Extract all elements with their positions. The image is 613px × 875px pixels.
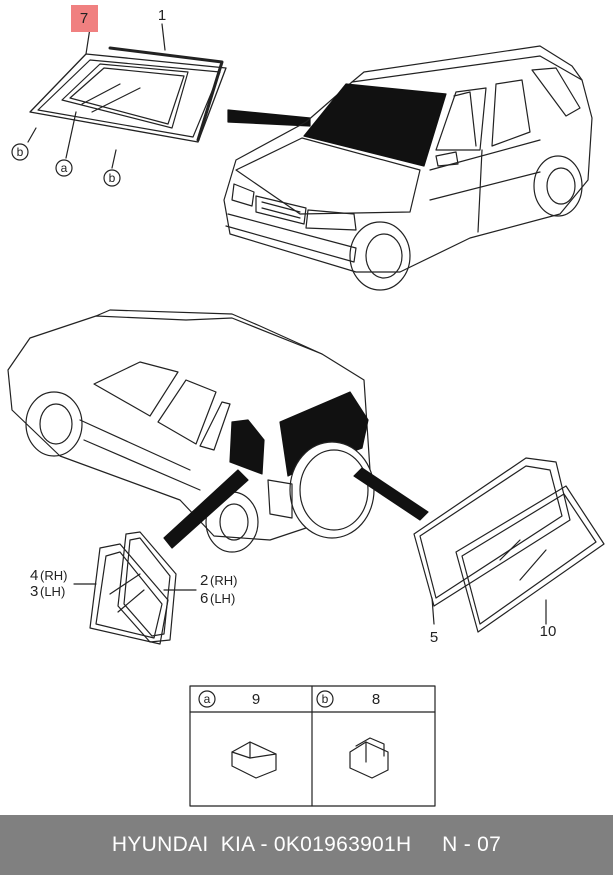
footer-bar: HYUNDAI KIA - 0K01963901H N - 07 [0,815,613,875]
footer-part-number: HYUNDAI KIA - 0K01963901H N - 07 [111,833,502,856]
windshield-pointer [227,109,311,127]
circle-label-b: b [109,171,116,185]
back-glass-dark [279,391,369,477]
legend-b-number: 8 [372,691,380,708]
legend-a-letter: a [204,692,211,706]
highlight-box-7 [71,5,98,32]
parts-diagram: 7 1 b a b 4 (RH) 3 (LH) 2 (RH) 6 (LH) 5 … [7,5,605,807]
callout-10: 10 [540,623,557,640]
circle-label-b: b [17,145,24,159]
callout-6: 6 [200,590,208,607]
clip-9-shape [231,741,277,779]
callout-6-side: (LH) [210,591,235,606]
back-glass-pointer [353,467,429,521]
circle-label-a: a [61,161,68,175]
spare-tire [289,441,375,539]
quarter-glass-dark [229,419,265,475]
legend-a-number: 9 [252,691,260,708]
callout-2: 2 [200,572,208,589]
suv-rear-view [7,309,375,553]
suv-front-view [223,45,593,291]
quarter-glass-parts [89,531,177,645]
callout-7: 7 [80,10,88,27]
callout-2-side: (RH) [210,573,237,588]
clip-legend-table [189,685,436,807]
quarter-glass-pointer [163,469,249,549]
windshield-assembly [29,46,227,143]
windshield-glass-dark [303,83,447,167]
callout-5: 5 [430,629,438,646]
callout-3: 3 [30,583,38,600]
clip-8-shape [349,741,389,779]
callout-3-side: (LH) [40,584,65,599]
legend-b-letter: b [322,692,329,706]
back-glass-parts [413,457,605,633]
callout-4-side: (RH) [40,568,67,583]
callout-4: 4 [30,567,38,584]
callout-1: 1 [158,7,166,24]
